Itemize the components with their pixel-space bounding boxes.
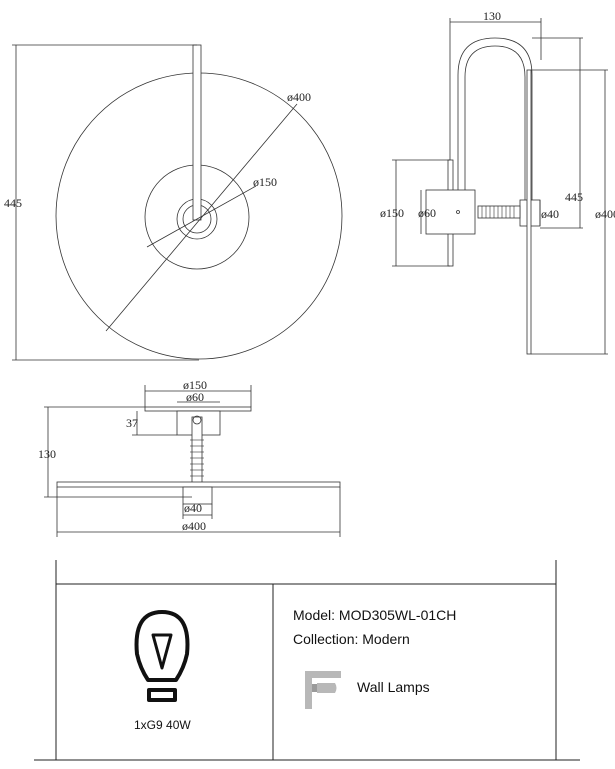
top-wall-plate [144,406,252,412]
leader-inner [146,185,257,248]
gooseneck-inner [464,45,526,200]
top-dim-base: ø60 [186,390,204,404]
side-dim-depth: 130 [483,9,501,23]
top-socket [182,486,213,505]
top-view-coil-hatch [190,439,204,477]
bulb-coil [477,205,521,219]
top-dim-arm: ø40 [184,501,202,515]
gooseneck-outer [457,37,533,200]
top-dim-plate: ø150 [183,378,207,392]
side-dim-plate: ø150 [380,206,404,220]
wall-lamp-icon [305,671,341,709]
front-dim-inner: ø150 [253,175,277,189]
top-dim-depth: 130 [38,447,56,461]
side-dim-outer: ø400 [595,207,615,221]
side-view [392,18,608,355]
top-arm-cap [192,415,202,425]
category-label: Wall Lamps [357,679,430,695]
front-view [12,44,343,361]
side-dim-height: 445 [565,190,583,204]
base-screw [456,210,460,214]
model-label: Model: MOD305WL-01CH [293,607,456,623]
vertical-arm [192,44,202,221]
disc-edge [526,69,532,355]
top-dim-outer: ø400 [182,519,206,533]
top-view [44,385,341,537]
top-dim-offset: 37 [126,416,138,430]
lamp-spec: 1xG9 40W [134,718,191,732]
bulb-icon [134,610,190,702]
leader-outer [105,103,298,332]
base-body [425,189,476,235]
side-dim-base: ø60 [418,206,436,220]
collection-label: Collection: Modern [293,631,410,647]
side-view-coil-hatch [481,206,515,218]
info-panel [34,560,580,761]
front-dim-outer: ø400 [287,90,311,104]
front-dim-height: 445 [4,196,22,210]
top-disc [56,481,341,488]
side-dim-arm: ø40 [541,207,559,221]
